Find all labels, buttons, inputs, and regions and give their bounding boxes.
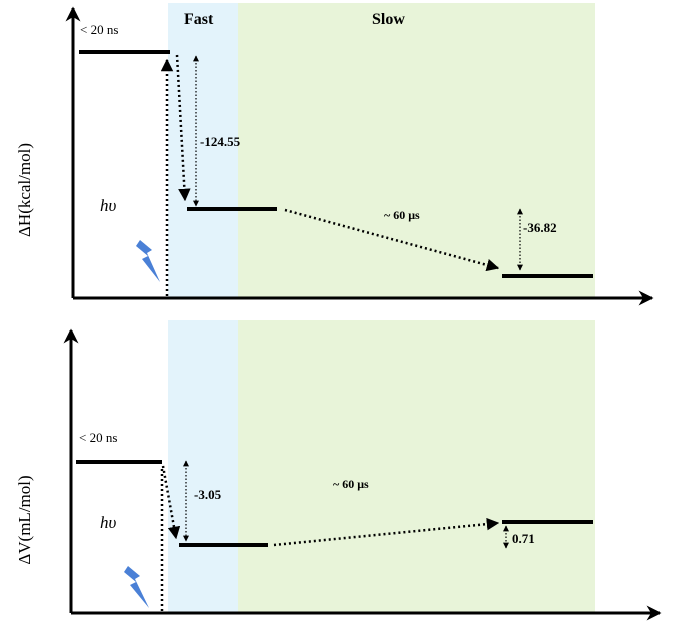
- fast-change-label: -3.05: [194, 487, 222, 502]
- photon-label: hυ: [100, 196, 117, 215]
- slow-transition-arrow: [284, 208, 500, 272]
- y-axis-label: ΔH(kcal/mol): [15, 143, 34, 237]
- volume-panel: < 20 ns ΔV(mL/mol) hυ -3.05 ~ 60 μs 0.71: [15, 320, 662, 621]
- slow-change-label: 0.71: [512, 531, 535, 546]
- slow-time-label: ~ 60 μs: [333, 477, 369, 491]
- phase-slow-label: Slow: [372, 11, 405, 28]
- fast-transition-arrow: [161, 465, 181, 540]
- y-axis-label: ΔV(mL/mol): [15, 475, 34, 564]
- fast-change-label: -124.55: [200, 134, 241, 149]
- excitation-time-label: < 20 ns: [79, 430, 117, 445]
- slow-time-label: ~ 60 μs: [384, 208, 420, 222]
- photon-label: hυ: [100, 513, 117, 532]
- fast-region: [168, 3, 238, 298]
- excitation-time-label: < 20 ns: [80, 22, 118, 37]
- slow-change-label: -36.82: [523, 220, 557, 235]
- fast-region: [168, 320, 238, 613]
- lightning-bolt-icon: [136, 240, 160, 282]
- phase-fast-label: Fast: [184, 11, 214, 28]
- fast-transition-arrow: [175, 54, 191, 202]
- enthalpy-panel: Fast Slow < 20 ns ΔH(kcal/mol) hυ -124.5…: [15, 3, 654, 306]
- lightning-bolt-icon: [124, 566, 149, 608]
- slow-region: [238, 3, 595, 298]
- slow-region: [238, 320, 595, 613]
